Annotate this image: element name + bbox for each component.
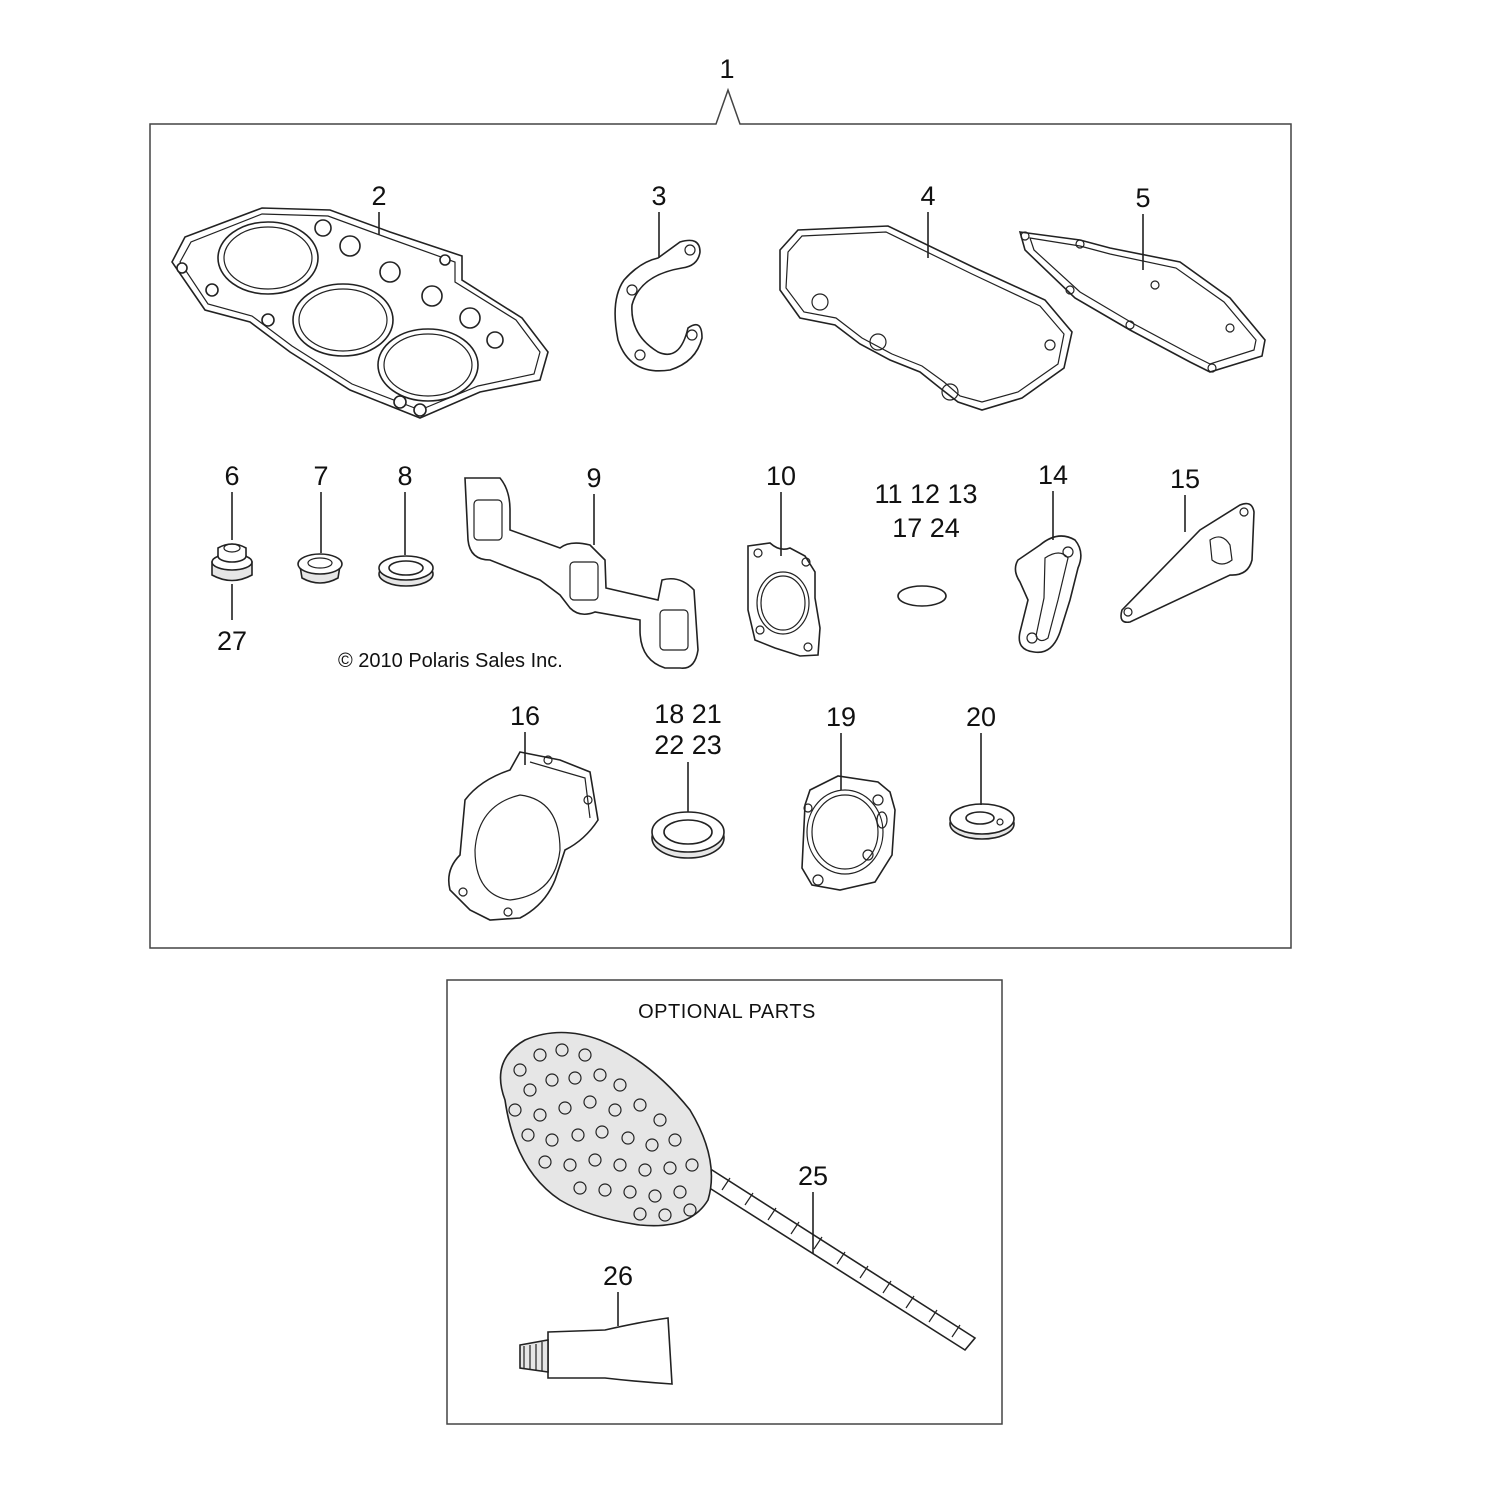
part-2-head-gasket: [171, 207, 549, 419]
label-4: 4: [920, 181, 935, 211]
label-25: 25: [798, 1161, 828, 1191]
label-10: 10: [766, 461, 796, 491]
part-15-triangle-gasket: [1120, 502, 1255, 624]
label-1: 1: [719, 54, 734, 84]
label-3: 3: [651, 181, 666, 211]
part-19-round-gasket: [801, 775, 896, 891]
part-16-pump-gasket: [447, 751, 599, 921]
part-26-sealant-tube: [519, 1317, 673, 1385]
label-19: 19: [826, 702, 856, 732]
label-11-12-13: 11 12 13: [874, 479, 977, 509]
part-11-oring: [897, 585, 947, 607]
part-5-cover-gasket: [1018, 231, 1266, 373]
part-14-bracket-gasket: [1014, 535, 1082, 654]
label-18-21: 18 21: [654, 699, 722, 729]
optional-parts-frame: [446, 979, 1003, 1425]
label-5: 5: [1135, 183, 1150, 213]
label-17-24: 17 24: [892, 513, 960, 543]
copyright-text: © 2010 Polaris Sales Inc.: [338, 650, 563, 672]
part-18-washer: [651, 811, 725, 859]
part-9-exhaust-gasket: [464, 477, 699, 669]
label-14: 14: [1038, 460, 1068, 490]
part-20-small-washer: [949, 803, 1015, 840]
label-27: 27: [217, 626, 247, 656]
part-8-oil-seal: [378, 555, 434, 587]
part-10-flange-gasket: [747, 542, 821, 657]
label-8: 8: [397, 461, 412, 491]
optional-parts-caption: OPTIONAL PARTS: [638, 1001, 816, 1023]
label-20: 20: [966, 702, 996, 732]
label-2: 2: [371, 181, 386, 211]
label-26: 26: [603, 1261, 633, 1291]
part-7-grommet: [297, 553, 343, 584]
label-9: 9: [586, 463, 601, 493]
part-25-brush: [499, 1031, 977, 1352]
part-6-valve-seal: [211, 543, 253, 582]
label-16: 16: [510, 701, 540, 731]
part-3-gasket: [614, 239, 703, 372]
label-15: 15: [1170, 464, 1200, 494]
part-4-manifold-gasket: [779, 225, 1073, 411]
kit-frame: [149, 87, 1292, 949]
label-7: 7: [313, 461, 328, 491]
label-6: 6: [224, 461, 239, 491]
label-22-23: 22 23: [654, 730, 722, 760]
